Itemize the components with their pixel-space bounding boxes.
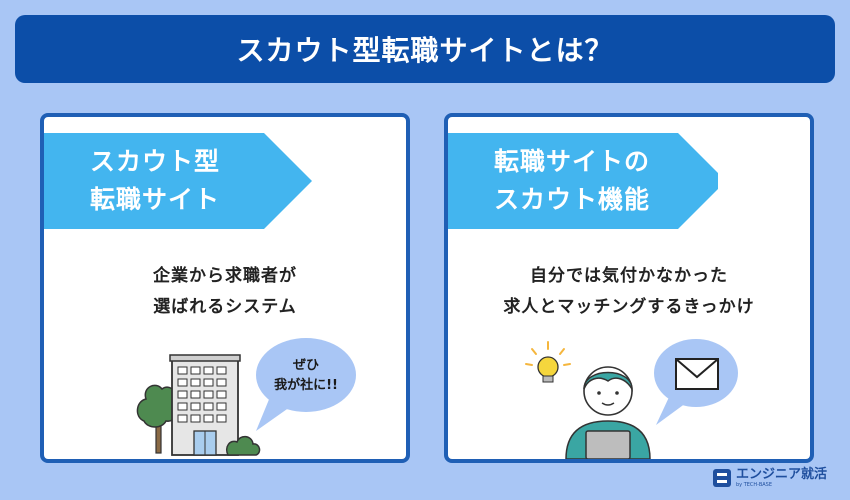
bubble-line-2: 我が社に!! <box>274 377 338 393</box>
desc-line-2: 求人とマッチングするきっかけ <box>503 297 755 317</box>
office-building-icon <box>169 354 241 456</box>
label-line-1: 転職サイトの <box>494 147 651 176</box>
person-with-laptop-icon <box>565 366 651 459</box>
speech-bubble-icon <box>256 338 356 431</box>
logo-mark-icon <box>713 469 731 487</box>
company-illustration: ぜひ 我が社に!! <box>136 338 356 456</box>
card-scout-feature: 転職サイトの スカウト機能 自分では気付かなかった 求人とマッチングするきっかけ <box>444 113 814 463</box>
page-title: スカウト型転職サイトとは？ <box>236 34 614 67</box>
card-scout-type-site: スカウト型 転職サイト 企業から求職者が 選ばれるシステム <box>40 113 410 463</box>
desc-line-2: 選ばれるシステム <box>153 297 297 317</box>
arrow-label: スカウト型 転職サイト <box>44 133 314 229</box>
label-line-2: 転職サイト <box>90 185 221 214</box>
envelope-icon <box>675 358 719 390</box>
candidate-illustration <box>525 339 738 459</box>
title-bar: スカウト型転職サイトとは？ <box>15 15 835 83</box>
brand-logo: エンジニア就活 by TECH-BASE <box>712 468 827 488</box>
logo-subtext: by TECH-BASE <box>736 482 772 488</box>
logo-text: エンジニア就活 <box>736 467 828 482</box>
label-line-1: スカウト型 <box>90 147 221 176</box>
arrow-banner-shape <box>44 133 312 229</box>
arrow-banner-shape <box>448 133 718 229</box>
desc-line-1: 自分では気付かなかった <box>530 266 728 286</box>
desc-line-1: 企業から求職者が <box>153 266 297 286</box>
card-description: 自分では気付かなかった 求人とマッチングするきっかけ <box>448 261 810 323</box>
card-description: 企業から求職者が 選ばれるシステム <box>44 261 406 323</box>
lightbulb-icon <box>525 341 571 383</box>
arrow-label: 転職サイトの スカウト機能 <box>448 133 718 229</box>
bubble-line-1: ぜひ <box>293 358 319 373</box>
bush-icon <box>225 435 261 456</box>
label-line-2: スカウト機能 <box>494 185 651 214</box>
